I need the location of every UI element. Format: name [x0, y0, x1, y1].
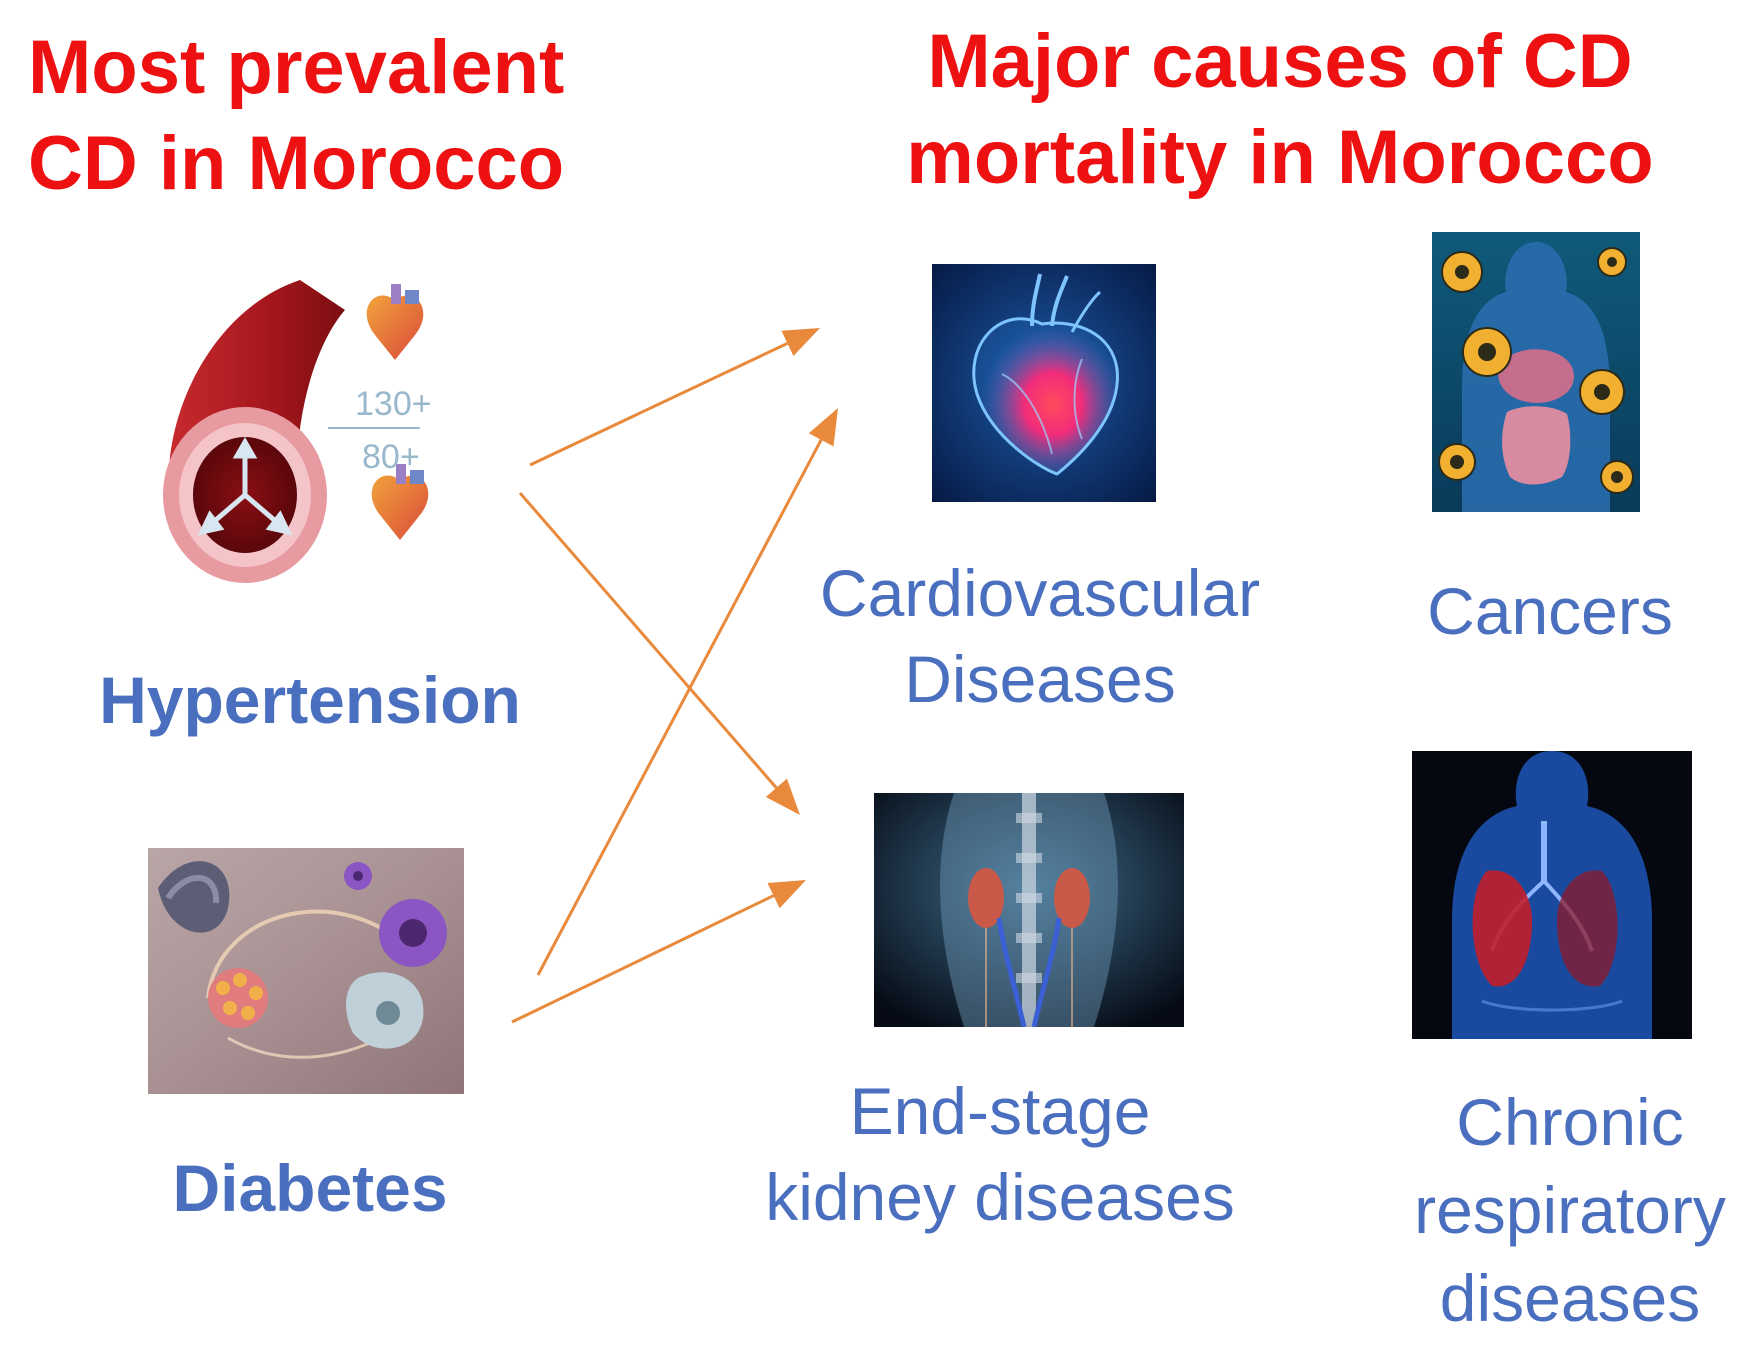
prevalent-cd-heading: Most prevalent CD in Morocco — [28, 20, 564, 212]
arrow-hypertension-to-cardiovascular-diseases — [529, 328, 820, 467]
diastolic-reading: 80+ — [362, 438, 420, 476]
arrow-shaft — [529, 342, 789, 467]
respiratory-diseases-label-line-1: Chronic — [1456, 1085, 1684, 1159]
prevalent-cd-heading-line-2: CD in Morocco — [28, 121, 565, 206]
arrow-head — [781, 328, 820, 357]
diabetes-illustration — [148, 848, 464, 1094]
mortality-causes-heading: Major causes of CD mortality in Morocco — [870, 14, 1690, 206]
hypertension-label: Hypertension — [40, 660, 580, 740]
respiratory-diseases-label: Chronic respiratory diseases — [1380, 1078, 1760, 1342]
respiratory-diseases-label-line-3: diseases — [1439, 1261, 1701, 1335]
mortality-causes-heading-line-2: mortality in Morocco — [906, 115, 1654, 200]
kidney-diseases-label-line-2: kidney diseases — [765, 1160, 1235, 1234]
cancers-label-text: Cancers — [1427, 574, 1673, 648]
arrow-shaft — [518, 492, 778, 789]
arrow-head — [808, 408, 838, 447]
kidney-illustration — [874, 793, 1184, 1027]
arrow-head — [765, 778, 800, 815]
cardiovascular-diseases-label-line-2: Diseases — [904, 642, 1176, 716]
arrow-hypertension-to-end-stage-kidney-diseases — [518, 492, 800, 815]
hypertension-label-text: Hypertension — [99, 663, 521, 737]
respiratory-diseases-label-line-2: respiratory — [1414, 1173, 1726, 1247]
systolic-reading: 130+ — [355, 385, 432, 423]
cardiovascular-diseases-label-line-1: Cardiovascular — [819, 556, 1261, 630]
hypertension-illustration: 130+ 80+ — [150, 270, 450, 590]
mortality-causes-heading-line-1: Major causes of CD — [927, 19, 1633, 104]
arrow-head — [767, 880, 806, 909]
cardiovascular-diseases-label: Cardiovascular Diseases — [760, 550, 1320, 722]
arrow-diabetes-to-end-stage-kidney-diseases — [511, 880, 806, 1024]
kidney-diseases-label: End-stage kidney diseases — [720, 1068, 1280, 1240]
prevalent-cd-heading-line-1: Most prevalent — [28, 25, 565, 110]
diabetes-label: Diabetes — [40, 1148, 580, 1228]
diabetes-label-text: Diabetes — [172, 1151, 448, 1225]
cancers-label: Cancers — [1380, 568, 1720, 654]
cancers-illustration — [1432, 232, 1640, 512]
arrow-shaft — [511, 894, 775, 1024]
respiratory-illustration — [1412, 751, 1692, 1039]
kidney-diseases-label-line-1: End-stage — [849, 1074, 1151, 1148]
cardiovascular-illustration — [932, 264, 1156, 502]
